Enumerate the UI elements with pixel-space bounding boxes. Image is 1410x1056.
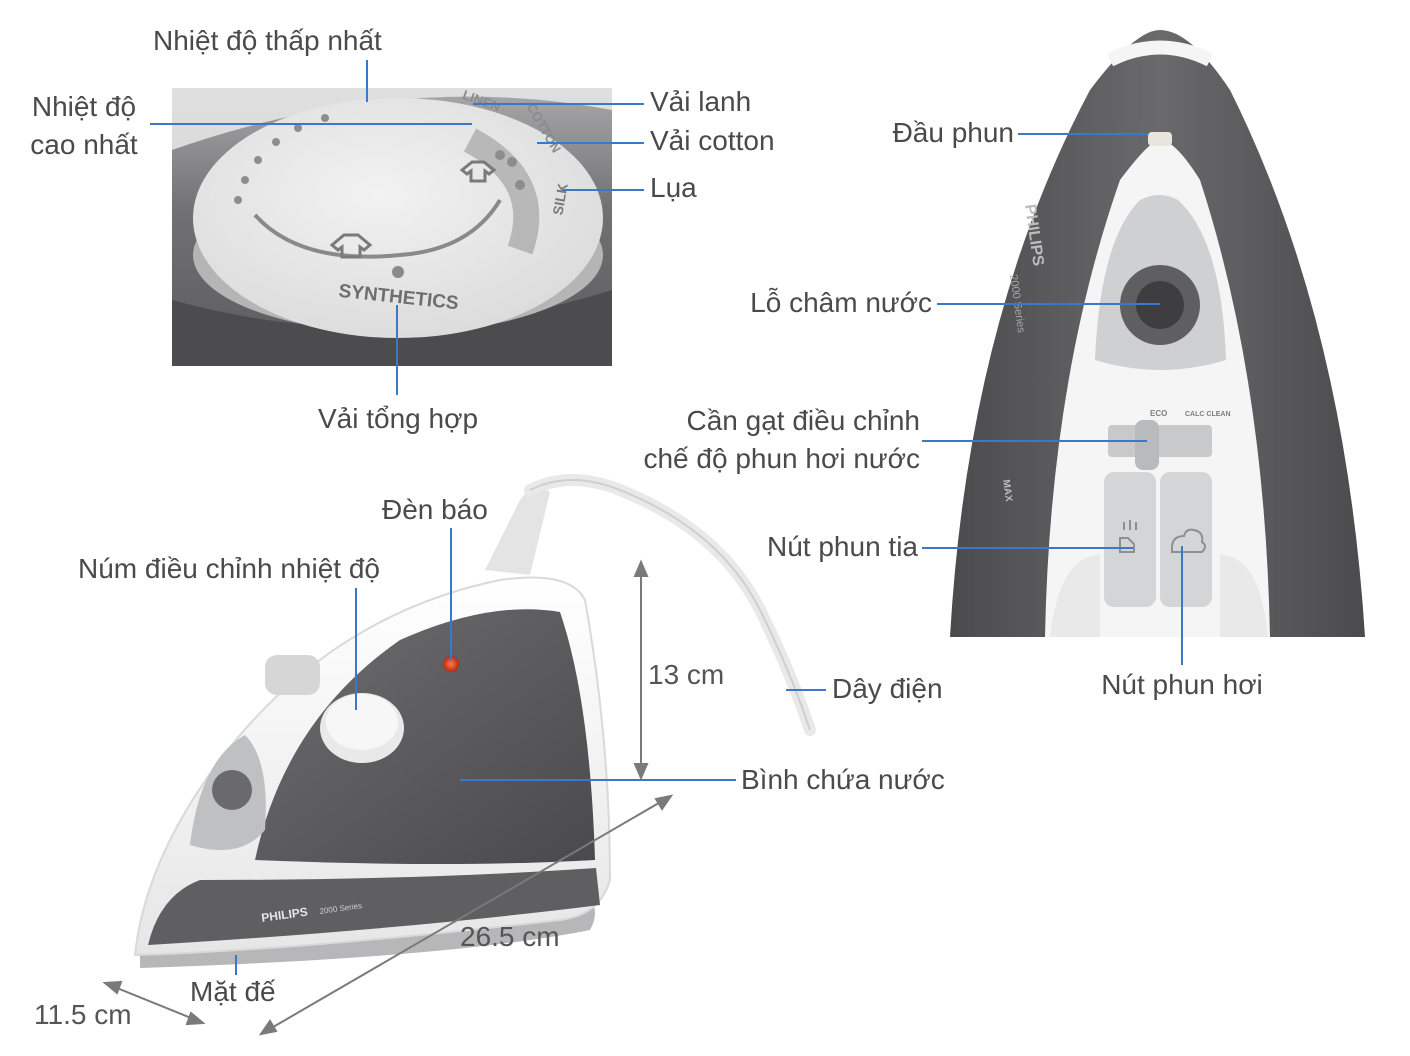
dial-center-dot bbox=[392, 266, 404, 278]
dimension-length-arrow-end bbox=[656, 796, 671, 809]
dimension-width-arrow-end bbox=[187, 1013, 203, 1024]
label-water-tank: Bình chứa nước bbox=[741, 763, 945, 797]
side-view-water-tank bbox=[255, 609, 595, 864]
label-water-inlet: Lỗ châm nước bbox=[700, 286, 932, 320]
dimension-height-arrow-bottom bbox=[635, 764, 647, 778]
top-view-print-eco: ECO bbox=[1150, 409, 1167, 418]
label-linen: Vải lanh bbox=[650, 85, 751, 119]
side-view-water-inlet bbox=[212, 770, 252, 810]
label-spray-button: Nút phun tia bbox=[700, 530, 918, 564]
label-steam-lever-line2: chế độ phun hơi nước bbox=[600, 442, 920, 476]
dial-closeup-photo: SYNTHETICS SILK COTTON LINEN bbox=[172, 87, 612, 366]
label-max-temp-line1: Nhiệt độ bbox=[20, 90, 148, 124]
side-view-temp-knob-face bbox=[326, 694, 398, 750]
top-view-steam-button bbox=[1160, 472, 1212, 607]
side-view-spray-buttons bbox=[265, 655, 320, 695]
top-view-nozzle bbox=[1148, 132, 1172, 146]
label-dimension-length: 26.5 cm bbox=[460, 920, 560, 954]
label-dimension-height: 13 cm bbox=[648, 658, 724, 692]
label-steam-lever-line1: Cần gạt điều chỉnh bbox=[600, 404, 920, 438]
dimension-width-arrow-start bbox=[105, 982, 121, 993]
label-indicator: Đèn báo bbox=[382, 493, 488, 527]
label-silk: Lụa bbox=[650, 171, 697, 205]
label-cotton: Vải cotton bbox=[650, 124, 775, 158]
label-nozzle: Đầu phun bbox=[860, 116, 1014, 150]
dimension-length-arrow-start bbox=[261, 1021, 276, 1034]
label-soleplate: Mặt đế bbox=[190, 975, 276, 1009]
label-max-temp-line2: cao nhất bbox=[20, 128, 148, 162]
top-view-steam-lever bbox=[1135, 420, 1159, 470]
label-cord: Dây điện bbox=[832, 672, 943, 706]
label-synthetics: Vải tổng hợp bbox=[288, 402, 508, 436]
side-view-cord-guard bbox=[485, 488, 550, 576]
label-min-temp: Nhiệt độ thấp nhất bbox=[153, 24, 382, 58]
label-dimension-width: 11.5 cm bbox=[34, 998, 132, 1032]
label-steam-button: Nút phun hơi bbox=[1072, 668, 1292, 702]
label-temp-knob: Núm điều chỉnh nhiệt độ bbox=[78, 552, 380, 586]
top-view-print-calc-clean: CALC CLEAN bbox=[1185, 411, 1231, 418]
dimension-height-arrow-top bbox=[635, 562, 647, 576]
